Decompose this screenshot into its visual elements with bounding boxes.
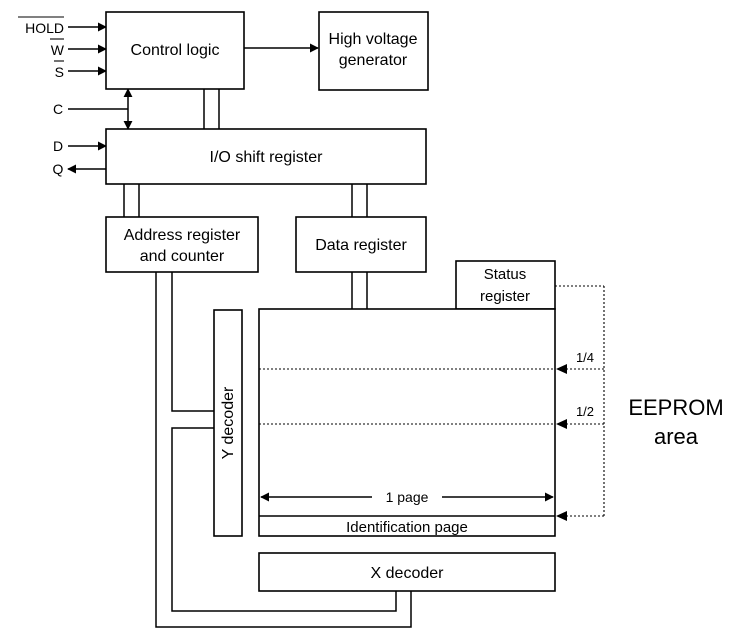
io-address-bus [123,184,140,217]
q-signal: Q [53,161,106,177]
x-decoder-label: X decoder [371,565,445,582]
hold-label: HOLD [25,20,64,36]
w-signal: W [50,38,107,58]
one-page-dimension: 1 page [260,489,554,505]
data-register-box [295,216,427,273]
d-label: D [53,138,63,154]
io-shift-register-label: I/O shift register [210,149,324,166]
w-label: W [51,42,65,58]
s-signal: S [54,60,107,80]
status-register-label-line2: register [480,288,530,305]
data-eeprom-bus [351,272,368,309]
d-signal: D [53,138,107,154]
s-label: S [55,64,64,80]
c-signal: C [53,88,133,130]
eeprom-area-label-line2: area [654,424,699,449]
c-label: C [53,101,63,117]
hold-signal: HOLD [18,16,107,36]
y-decoder-box [213,309,243,537]
one-page-label: 1 page [386,489,429,505]
io-data-bus [351,184,368,217]
address-to-y-decoder-line [171,272,214,412]
control-logic-label: Control logic [131,42,220,59]
eeprom-area-label-line1: EEPROM [628,395,723,420]
high-voltage-label-line2: generator [339,52,408,69]
address-register-label-line1: Address register [124,227,241,244]
quarter-label: 1/4 [576,350,594,365]
high-voltage-generator-box [318,11,429,91]
control-logic-box [105,11,245,90]
write-protect-lines [555,285,605,517]
id-page-arrowhead [556,511,567,521]
half-label: 1/2 [576,404,594,419]
status-register-box [455,260,556,310]
high-voltage-label-line1: High voltage [329,31,418,48]
address-register-box [105,216,259,273]
status-register-label-line1: Status [484,266,527,283]
control-io-bus [203,89,220,129]
address-to-x-decoder-lines [155,272,412,628]
y-decoder-label: Y decoder [220,386,237,459]
io-shift-register-box [105,128,427,185]
data-register-label: Data register [315,237,407,254]
x-decoder-box [258,552,556,592]
address-register-label-line2: and counter [140,248,225,265]
q-label: Q [53,161,64,177]
quarter-arrowhead [556,364,567,374]
half-arrowhead [556,419,567,429]
eeprom-array-box [258,308,556,537]
identification-page-label: Identification page [346,519,468,536]
